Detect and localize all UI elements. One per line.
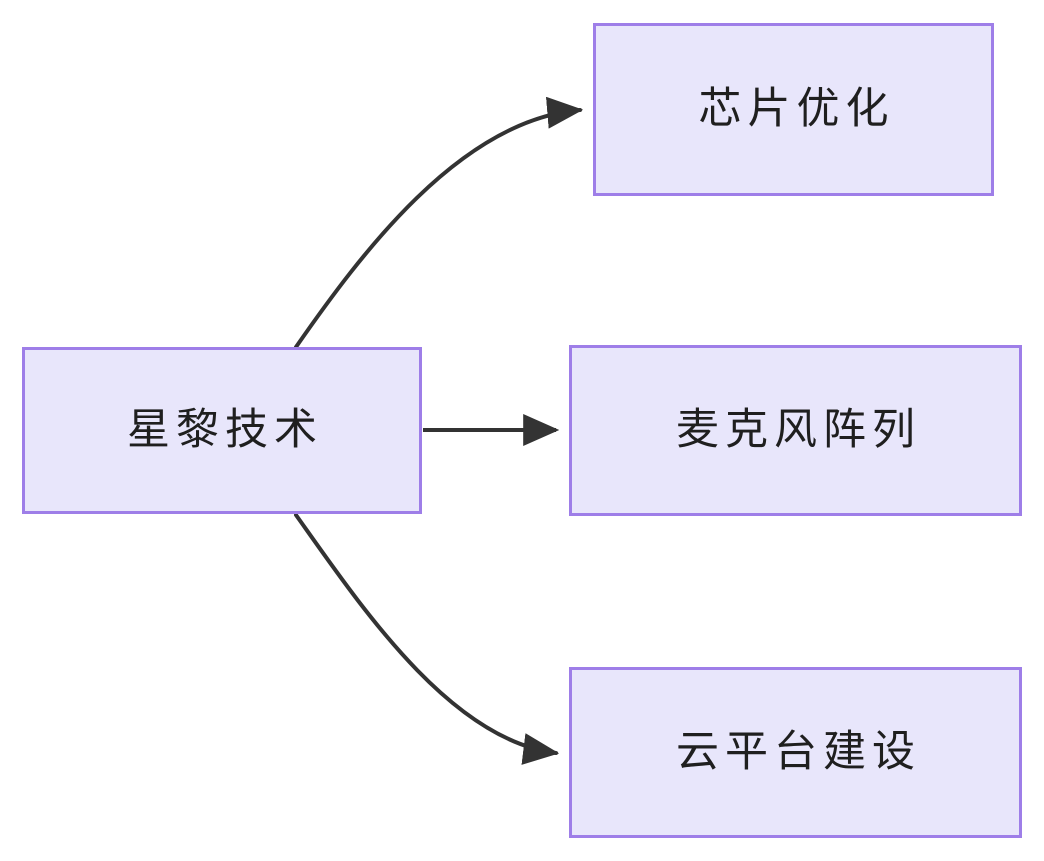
node-cloud-platform-label: 云平台建设 bbox=[676, 726, 921, 777]
edge-root-to-chip bbox=[294, 96, 584, 349]
edge-root-to-cloud bbox=[294, 513, 560, 765]
node-cloud-platform[interactable]: 云平台建设 bbox=[569, 667, 1022, 838]
node-root-label: 星黎技术 bbox=[127, 404, 323, 455]
node-microphone-array-label: 麦克风阵列 bbox=[676, 404, 921, 455]
node-chip-optimization[interactable]: 芯片优化 bbox=[593, 23, 994, 196]
node-root[interactable]: 星黎技术 bbox=[22, 347, 422, 514]
node-chip-optimization-label: 芯片优化 bbox=[698, 83, 895, 134]
node-microphone-array[interactable]: 麦克风阵列 bbox=[569, 345, 1022, 516]
